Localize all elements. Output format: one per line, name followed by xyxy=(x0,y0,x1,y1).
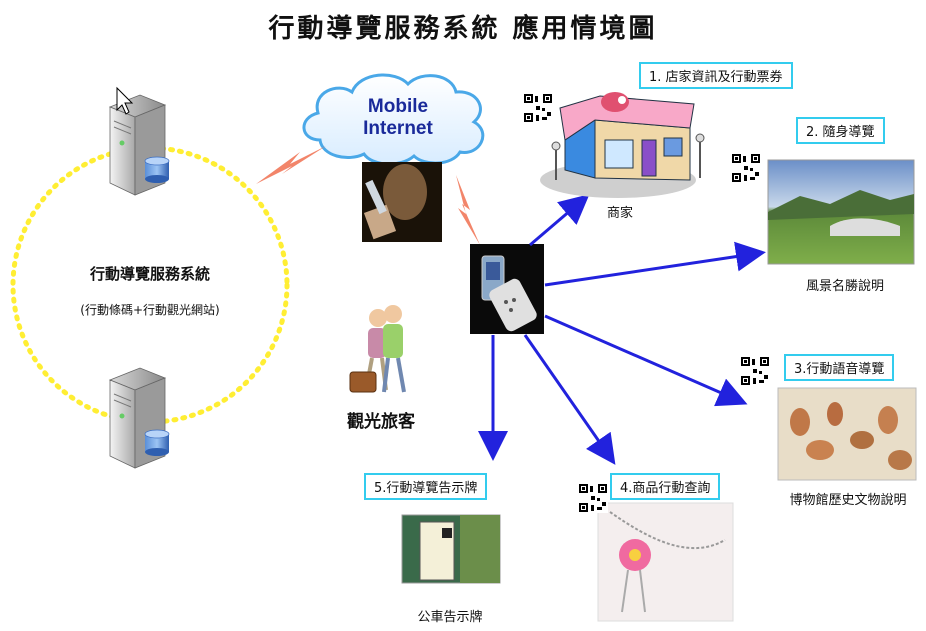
product-pendant-photo xyxy=(597,502,734,622)
tourist-label: 觀光旅客 xyxy=(347,412,415,432)
person-phone-photo xyxy=(362,162,442,242)
connection-arrows xyxy=(478,194,766,465)
qr-code-icon xyxy=(578,483,608,513)
cloud-label-line2: Internet xyxy=(363,118,433,139)
qr-code-icon xyxy=(740,356,770,386)
caption-scenery: 風景名勝說明 xyxy=(805,279,884,294)
scenario-label-guide: 2. 隨身導覽 xyxy=(796,117,885,144)
museum-artifacts-photo xyxy=(777,387,917,481)
cloud-label-line1: Mobile xyxy=(368,96,428,117)
system-name: 行動導覽服務系統 xyxy=(89,265,210,283)
mouse-cursor-icon xyxy=(116,86,134,115)
server-icon xyxy=(108,94,170,196)
caption-shop: 商家 xyxy=(606,206,633,221)
mobile-phone-photo xyxy=(470,244,544,334)
signal-bolt-icon xyxy=(456,175,480,245)
server-icon xyxy=(108,367,170,469)
caption-museum: 博物館歷史文物說明 xyxy=(789,493,907,508)
page-title: 行動導覽服務系統 應用情境圖 xyxy=(268,14,658,44)
arrow-to-product xyxy=(523,334,616,465)
scenario-label-shop: 1. 店家資訊及行動票券 xyxy=(639,62,793,89)
arrow-to-shop xyxy=(529,194,590,247)
tourists-illustration xyxy=(349,305,406,393)
scenario-label-audio: 3.行動語音導覽 xyxy=(784,354,895,381)
arrow-to-museum xyxy=(544,314,748,407)
qr-code-icon xyxy=(523,93,553,123)
system-subtitle: (行動條碼+行動觀光網站) xyxy=(80,303,220,317)
qr-code-icon xyxy=(731,153,761,183)
signal-bolt-icon xyxy=(256,146,326,184)
scenario-label-product: 4.商品行動查詢 xyxy=(610,473,721,500)
scenery-photo xyxy=(767,159,915,265)
bus-signboard-photo xyxy=(401,514,501,584)
arrow-to-scenery xyxy=(544,241,766,287)
caption-signboard: 公車告示牌 xyxy=(417,610,483,625)
scenario-label-signboard: 5.行動導覽告示牌 xyxy=(364,473,488,500)
shop-illustration xyxy=(540,92,705,198)
